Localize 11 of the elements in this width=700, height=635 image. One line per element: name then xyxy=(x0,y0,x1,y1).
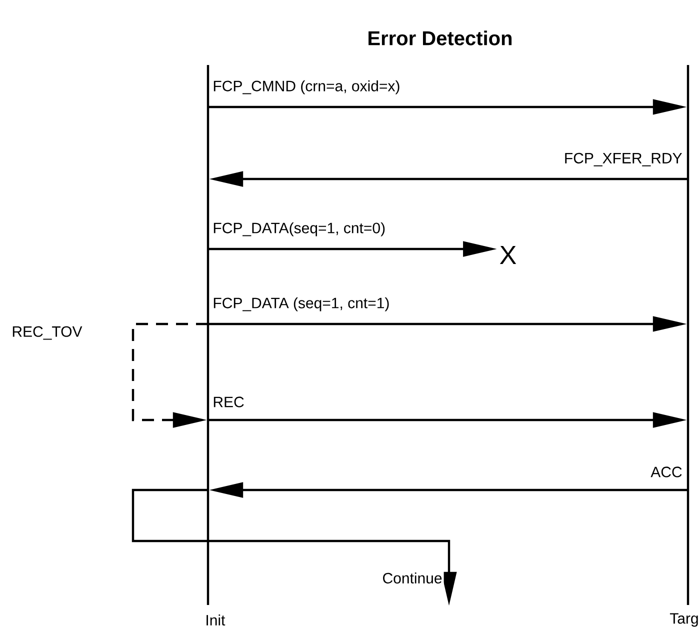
timer-arrow xyxy=(132,322,208,428)
edge-label: ACC xyxy=(649,465,684,479)
edge-label: Continue xyxy=(380,571,444,585)
cross-mark: X xyxy=(500,246,516,264)
title: Error Detection xyxy=(368,30,512,46)
edge-label: FCP_CMND (crn=a, oxid=x) xyxy=(211,78,402,96)
edge-label: FCP_DATA(seq=1, cnt=0) xyxy=(211,220,388,238)
edge-label: REC_TOV xyxy=(10,324,84,342)
edge-label: FCP_DATA (seq=1, cnt=1) xyxy=(211,296,392,313)
edge-label: REC xyxy=(211,395,246,409)
edge-label: FCP_XFER_RDY xyxy=(562,151,684,168)
